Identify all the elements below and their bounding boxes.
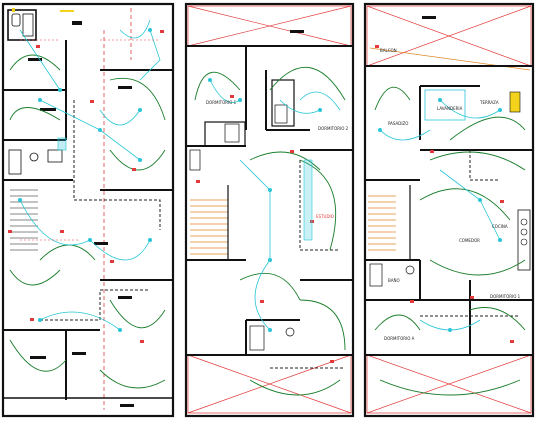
- room-label-comedor: COMEDOR: [459, 238, 480, 243]
- room-label-balcon: BALCON: [380, 48, 397, 53]
- room-label-dormitorio-1: DORMITORIO 1: [206, 100, 237, 105]
- room-label-estudio: ESTUDIO: [316, 214, 334, 219]
- room-label-dormitorio-a: DORMITORIO A: [384, 336, 415, 341]
- room-label-pasadizo: PASADIZO: [388, 121, 408, 126]
- sheet-left: [1, 2, 175, 418]
- room-label-terraza: TERRAZA: [479, 100, 499, 105]
- room-label-bano: BAÑO: [388, 278, 400, 283]
- room-label-dormitorio-1-right: DORMITORIO 1: [490, 294, 521, 299]
- room-label-dormitorio-2: DORMITORIO 2: [318, 126, 349, 131]
- room-label-cocina: COCINA: [492, 224, 508, 229]
- room-label-lavanderia: LAVANDERIA: [437, 106, 463, 111]
- sheet-right: BALCON PASADIZO LAVANDERIA TERRAZA COCIN…: [363, 2, 535, 418]
- sheet-middle: DORMITORIO 1 DORMITORIO 2 ESTUDIO: [184, 2, 355, 418]
